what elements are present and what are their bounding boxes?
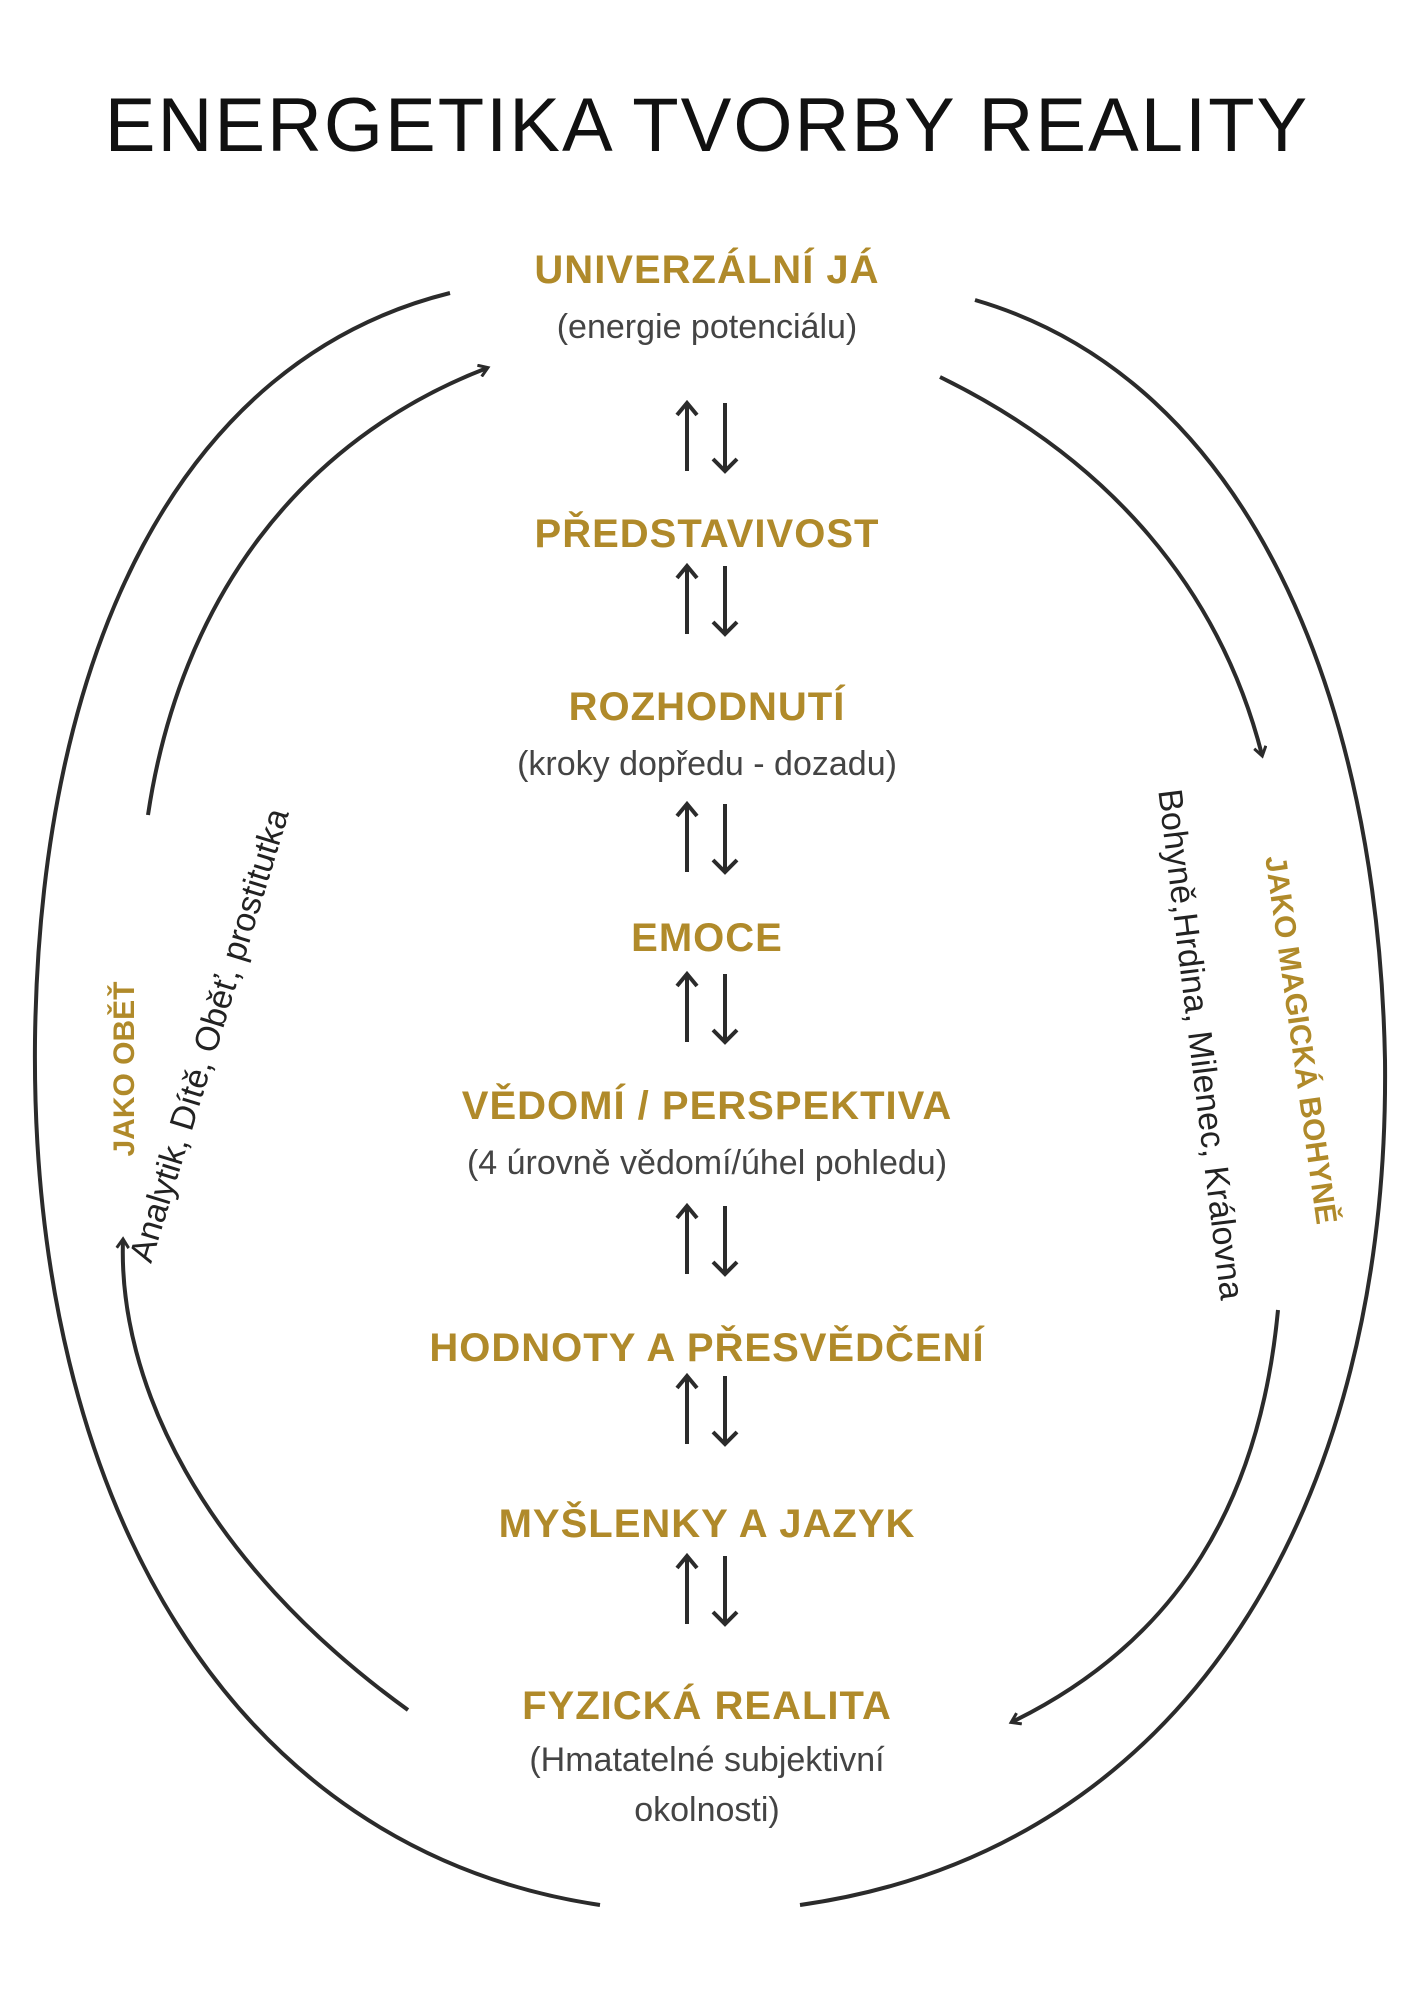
up-down-arrows-icon: [675, 1552, 739, 1627]
connector-arrows: [675, 399, 739, 1627]
stage-subtitle-continued: okolnosti): [634, 1791, 780, 1829]
up-arrow-icon: [675, 800, 699, 872]
stage-title: VĚDOMÍ / PERSPEKTIVA: [461, 1084, 953, 1128]
inner-right-upper-arrow: [939, 375, 1262, 755]
up-down-arrows-icon: [675, 970, 739, 1045]
left-side-title: JAKO OBĚŤ: [108, 981, 141, 1157]
down-arrow-icon: [711, 403, 739, 474]
up-down-arrows-icon: [675, 1202, 739, 1277]
stage-awareness: VĚDOMÍ / PERSPEKTIVA (4 úrovně vědomí/úh…: [0, 1084, 1414, 1191]
down-arrow-icon: [711, 974, 739, 1045]
down-arrow-icon: [711, 566, 739, 637]
stage-universal-self: UNIVERZÁLNÍ JÁ (energie potenciálu): [0, 248, 1414, 355]
stage-title: ROZHODNUTÍ: [568, 685, 846, 729]
stage-imagination: PŘEDSTAVIVOST: [0, 512, 1414, 557]
up-down-arrows-icon: [675, 1372, 739, 1447]
down-arrow-icon: [711, 804, 739, 875]
up-down-arrows-icon: [675, 800, 739, 875]
stage-values-beliefs: HODNOTY A PŘESVĚDČENÍ: [0, 1326, 1414, 1371]
stage-subtitle: (Hmatatelné subjektivní: [529, 1741, 885, 1779]
down-arrow-icon: [711, 1556, 739, 1627]
up-arrow-icon: [675, 1202, 699, 1274]
stage-subtitle: (energie potenciálu): [556, 308, 858, 346]
stage-subtitle: (kroky dopředu - dozadu): [517, 745, 897, 783]
up-arrow-icon: [675, 399, 699, 471]
inner-right-lower-arrow: [1012, 1309, 1280, 1722]
stage-thoughts-language: MYŠLENKY A JAZYK: [0, 1502, 1414, 1547]
stage-subtitle: (4 úrovně vědomí/úhel pohledu): [466, 1144, 948, 1182]
outer-right-arc: [799, 298, 1388, 1907]
inner-left-upper-arrow: [146, 368, 487, 816]
up-arrow-icon: [675, 970, 699, 1042]
stage-title: UNIVERZÁLNÍ JÁ: [534, 248, 880, 292]
stage-title: FYZICKÁ REALITA: [522, 1684, 892, 1728]
outer-left-arc: [32, 291, 601, 1907]
up-arrow-icon: [675, 562, 699, 634]
page-title: ENERGETIKA TVORBY REALITY: [104, 83, 1310, 168]
up-down-arrows-icon: [675, 399, 739, 474]
down-arrow-icon: [711, 1376, 739, 1447]
stage-title: HODNOTY A PŘESVĚDČENÍ: [429, 1326, 985, 1370]
stage-title: PŘEDSTAVIVOST: [534, 512, 880, 556]
inner-left-lower-arrow: [123, 1240, 410, 1712]
up-down-arrows-icon: [675, 562, 739, 637]
stage-title: MYŠLENKY A JAZYK: [498, 1502, 916, 1546]
stage-title: EMOCE: [631, 916, 783, 960]
stage-emotions: EMOCE: [0, 916, 1414, 961]
stage-physical-reality: FYZICKÁ REALITA (Hmatatelné subjektivní …: [0, 1684, 1414, 1835]
up-arrow-icon: [675, 1372, 699, 1444]
stage-decision: ROZHODNUTÍ (kroky dopředu - dozadu): [0, 685, 1414, 792]
down-arrow-icon: [711, 1206, 739, 1277]
up-arrow-icon: [675, 1552, 699, 1624]
